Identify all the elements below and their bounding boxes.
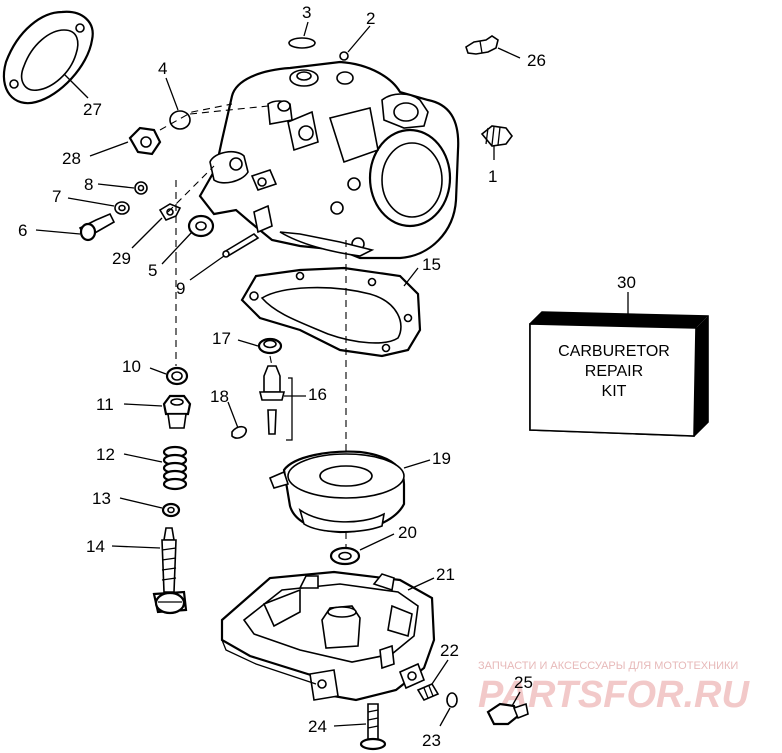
part-1-screw	[480, 125, 513, 147]
callout-27: 27	[83, 100, 102, 119]
part-7-washer	[114, 201, 130, 215]
callout-11: 11	[96, 395, 114, 414]
part-6-screw	[78, 212, 116, 242]
callout-24: 24	[308, 717, 327, 736]
part-27-gasket	[2, 10, 94, 105]
callout-numbers: 3 2 4 26 1 27 28 8 7 6 29 5 9 15 30 17 1…	[18, 3, 636, 750]
part-4-plug	[169, 110, 191, 130]
part-20-washer	[329, 546, 361, 566]
watermark-caption: ЗАПЧАСТИ И АКСЕССУАРЫ ДЛЯ МОТОТЕХНИКИ	[478, 660, 738, 672]
part-10-oring	[165, 366, 189, 386]
part-18-clip	[231, 425, 248, 439]
callout-5: 5	[148, 261, 157, 280]
part-11-seat	[162, 394, 192, 429]
kit-label-line3: KIT	[602, 383, 627, 400]
part-13-washer	[161, 502, 181, 518]
part-17-seal	[257, 337, 283, 355]
callout-7: 7	[52, 187, 61, 206]
callout-23: 23	[422, 731, 441, 750]
callout-20: 20	[398, 523, 417, 542]
part-16-needle-valve	[258, 365, 293, 441]
callout-15: 15	[422, 255, 441, 274]
part-3-plug	[288, 37, 316, 49]
callout-28: 28	[62, 149, 81, 168]
callout-12: 12	[96, 445, 115, 464]
kit-label-line2: REPAIR	[585, 363, 643, 380]
callout-4: 4	[158, 59, 167, 78]
callout-25: 25	[514, 673, 533, 692]
part-5-bushing	[187, 214, 215, 238]
callout-8: 8	[84, 175, 93, 194]
part-26-fitting	[465, 35, 499, 55]
callout-22: 22	[440, 641, 459, 660]
callout-10: 10	[122, 357, 141, 376]
part-2-plug	[339, 51, 349, 61]
part-9-pin	[222, 232, 260, 258]
part-12-spring	[162, 445, 188, 491]
part-14-mixture-needle	[152, 527, 188, 615]
callout-14: 14	[86, 537, 105, 556]
part-24-screw	[359, 703, 387, 751]
carburetor-body	[198, 60, 460, 260]
kit-label-line1: CARBURETOR	[558, 343, 670, 360]
leader-lines	[35, 21, 629, 727]
callout-30: 30	[617, 273, 636, 292]
callout-26: 26	[527, 51, 546, 70]
part-28-nut	[128, 126, 162, 156]
assembly-lines	[159, 103, 347, 548]
part-8-lockwasher	[134, 181, 148, 195]
callout-9: 9	[176, 279, 185, 298]
callout-19: 19	[432, 449, 451, 468]
callout-17: 17	[212, 329, 231, 348]
callout-2: 2	[366, 9, 375, 28]
part-15-gasket	[240, 266, 422, 358]
callout-3: 3	[302, 3, 311, 22]
part-23-gasket	[446, 692, 458, 708]
callout-1: 1	[488, 167, 497, 186]
part-21-float-bowl	[220, 570, 436, 702]
part-22-plug	[416, 682, 440, 702]
callout-21: 21	[436, 565, 455, 584]
part-30-repair-kit-box	[529, 311, 709, 437]
callout-29: 29	[112, 249, 131, 268]
callout-16: 16	[308, 385, 327, 404]
part-19-float	[268, 450, 406, 534]
callout-6: 6	[18, 221, 27, 240]
part-25-drain-screw	[486, 702, 529, 726]
callout-13: 13	[92, 489, 111, 508]
callout-18: 18	[210, 387, 229, 406]
part-29-link	[158, 203, 182, 221]
